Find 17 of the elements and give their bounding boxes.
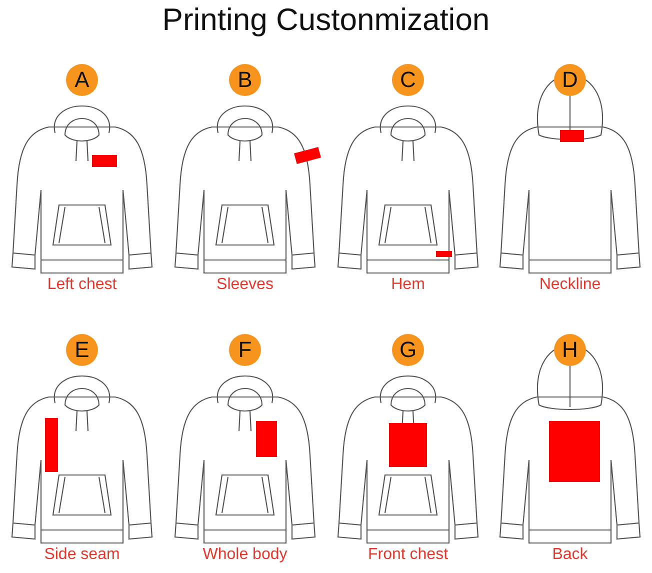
- placement-label: Left chest: [46, 276, 118, 294]
- placement-label: Side seam: [43, 546, 121, 564]
- title: Printing Custonmization: [161, 2, 491, 38]
- letter-badge: G: [392, 334, 424, 366]
- letter-badge: E: [66, 334, 98, 366]
- placement-label: Whole body: [202, 546, 288, 564]
- placement-label: Sleeves: [216, 276, 274, 294]
- placement-label: Front chest: [366, 546, 450, 564]
- placement-label: Hem: [390, 276, 426, 294]
- placement-label: Neckline: [538, 276, 602, 294]
- letter-badge: F: [229, 334, 261, 366]
- letter-badge: A: [66, 64, 98, 96]
- letter-badge: D: [554, 64, 586, 96]
- letter-badge: B: [229, 64, 261, 96]
- letter-badge: C: [392, 64, 424, 96]
- placement-label: Back: [551, 546, 589, 564]
- letter-badge: H: [554, 334, 586, 366]
